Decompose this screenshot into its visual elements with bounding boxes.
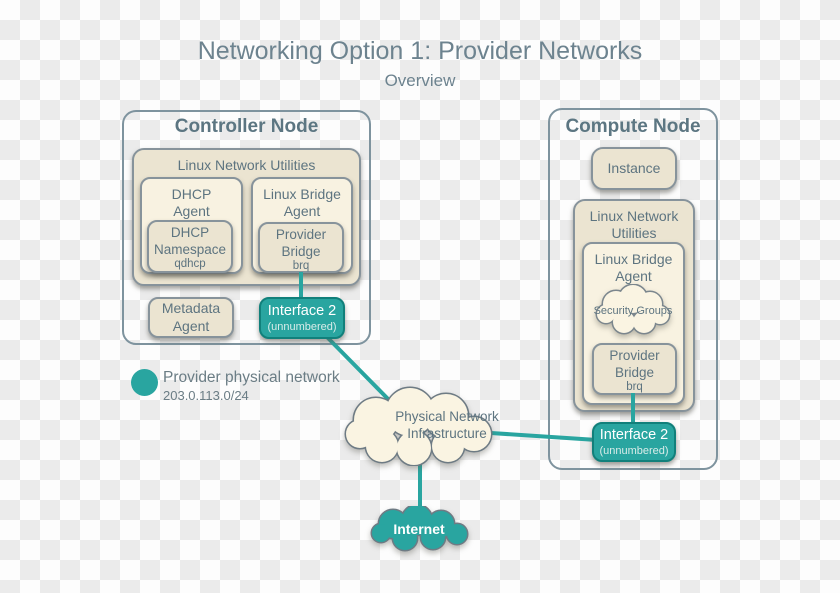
internet-cloud-shape (370, 506, 469, 552)
controller-dhcp-namespace-box: DHCP Namespace qdhcp (147, 220, 233, 273)
compute-bridge-agent-label: Linux Bridge Agent (594, 251, 673, 285)
physical-network-cloud-shape (344, 386, 493, 466)
compute-instance-label: Instance (607, 159, 661, 176)
controller-interface2-label: Interface 2 (267, 302, 337, 319)
compute-instance-box: Instance (591, 147, 677, 190)
compute-provider-bridge-sublabel: brq (626, 381, 643, 394)
physical-network-cloud: Physical Network Infrastructure (340, 386, 499, 466)
compute-interface2-label: Interface 2 (599, 426, 669, 443)
legend-provider-network-label: Provider physical network (163, 369, 340, 386)
legend-provider-network-dot (131, 369, 158, 396)
security-groups-cloud-shape (595, 284, 671, 335)
controller-bridge-agent-label: Linux Bridge Agent (263, 186, 341, 220)
controller-dhcp-namespace-label: DHCP Namespace (154, 225, 227, 257)
legend-provider-network-cidr: 203.0.113.0/24 (163, 388, 249, 403)
compute-node-title: Compute Node (565, 116, 701, 137)
controller-node-title: Controller Node (174, 116, 319, 137)
controller-lnu-label: Linux Network Utilities (177, 157, 316, 173)
compute-interface2-box: Interface 2 (unnumbered) (592, 422, 676, 462)
internet-label: Internet (393, 520, 445, 537)
page-subtitle: Overview (384, 71, 456, 90)
controller-interface2-box: Interface 2 (unnumbered) (259, 297, 345, 339)
page-title: Networking Option 1: Provider Networks (197, 37, 643, 65)
compute-node-box (548, 108, 718, 470)
compute-interface2-sublabel: (unnumbered) (599, 444, 669, 457)
controller-provider-bridge-sublabel: brq (292, 260, 310, 273)
controller-metadata-agent-box: Metadata Agent (148, 297, 234, 338)
security-groups-label: Security Groups (593, 305, 673, 318)
controller-dhcp-agent-label: DHCP Agent (171, 186, 212, 220)
controller-provider-bridge-box: Provider Bridge brq (258, 222, 344, 273)
controller-provider-bridge-label: Provider Bridge (275, 227, 327, 259)
controller-node-box (122, 110, 371, 345)
compute-security-groups-cloud: Security Groups (592, 284, 674, 340)
controller-metadata-agent-label: Metadata Agent (161, 300, 221, 334)
controller-interface2-sublabel: (unnumbered) (267, 320, 337, 333)
physical-network-label: Physical Network Infrastructure (395, 409, 499, 441)
controller-dhcp-namespace-sublabel: qdhcp (174, 258, 206, 271)
compute-provider-bridge-label: Provider Bridge (609, 348, 660, 380)
compute-lnu-label: Linux Network Utilities (589, 208, 679, 242)
internet-cloud: Internet (367, 506, 471, 553)
compute-provider-bridge-box: Provider Bridge brq (592, 343, 677, 395)
